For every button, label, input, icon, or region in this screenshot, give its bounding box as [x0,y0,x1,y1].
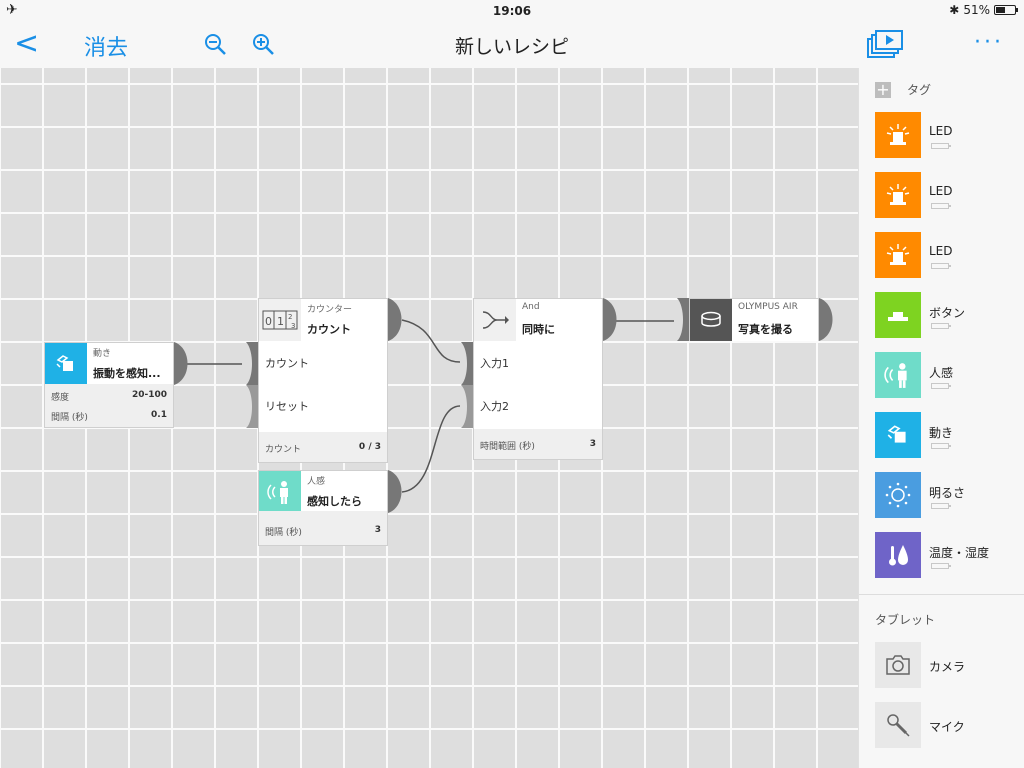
camera-input-port[interactable] [671,298,691,341]
and-node[interactable]: And 同時に 入力1 入力2 時間範囲 (秒)3 [473,298,603,460]
add-tag-button[interactable]: + [875,80,891,99]
sidebar-item-motion[interactable]: 動き [875,412,1015,458]
sidebar-item-led-1[interactable]: LED [875,112,1015,158]
counter-input-count: カウント [265,357,309,370]
battery-icon [994,5,1018,15]
battery-level-icon [931,503,951,509]
connection-wires [186,319,674,493]
zoom-out-icon[interactable] [203,32,227,56]
human-sensor-node[interactable]: 人感 感知したら 間隔 (秒)3 [258,470,388,546]
olympus-air-node[interactable]: OLYMPUS AIR 写真を撮る [689,298,819,341]
counter-output-port[interactable] [388,298,404,341]
microphone-icon [875,702,921,748]
airplane-icon: ✈ [6,2,18,18]
motion-icon [875,412,921,458]
led-icon [875,172,921,218]
sidebar-item-microphone[interactable]: マイク [875,702,1015,748]
sidebar-item-temperature-humidity[interactable]: 温度・湿度 [875,532,1015,578]
counter-input-ports[interactable] [240,342,260,428]
svg-text:3: 3 [291,322,295,330]
play-slides-icon[interactable] [866,30,904,60]
sidebar-item-brightness[interactable]: 明るさ [875,472,1015,518]
sidebar-item-button[interactable]: ボタン [875,292,1015,338]
wire-human-and [401,405,461,493]
battery-level-icon [931,203,951,209]
and-input-1: 入力1 [480,357,509,370]
svg-text:0: 0 [265,315,272,328]
svg-text:2: 2 [288,313,292,321]
human-sensor-icon [259,471,301,513]
battery-level-icon [931,323,951,329]
undo-button[interactable]: 消去 [84,36,129,61]
status-time: 19:06 [492,4,532,18]
merge-arrow-icon [474,299,516,341]
sidebar-item-camera[interactable]: カメラ [875,642,1015,688]
and-input-2: 入力2 [480,400,509,413]
olympus-camera-icon [690,299,732,341]
battery-level-icon [931,143,951,149]
and-output-port[interactable] [603,298,619,341]
battery-level-icon [931,443,951,449]
zoom-in-icon[interactable] [251,32,275,56]
human-sensor-output-port[interactable] [388,470,404,513]
battery-percent: 51% [963,3,990,17]
human-sensor-icon [875,352,921,398]
and-input-ports[interactable] [455,342,475,428]
motion-output-port[interactable] [174,342,188,385]
sidebar-item-led-2[interactable]: LED [875,172,1015,218]
status-bar: ✈ 19:06 ✱ 51% [0,0,1024,22]
led-icon [875,112,921,158]
brightness-icon [875,472,921,518]
battery-level-icon [931,383,951,389]
counter-input-reset: リセット [265,400,309,413]
sidebar-item-led-3[interactable]: LED [875,232,1015,278]
more-menu-button[interactable]: ··· [974,30,1004,55]
tag-section-title: タグ [907,83,932,97]
led-icon [875,232,921,278]
bluetooth-icon: ✱ [949,3,960,17]
sidebar-item-human-sensor[interactable]: 人感 [875,352,1015,398]
camera-output-port[interactable] [819,298,835,341]
button-icon [875,292,921,338]
motion-icon [45,343,87,385]
svg-text:1: 1 [277,315,284,328]
tablet-section-title: タブレット [875,613,936,627]
battery-level-icon [931,263,951,269]
temperature-icon [875,532,921,578]
back-button[interactable]: < [14,26,40,61]
camera-icon [875,642,921,688]
wire-counter-and [401,319,461,363]
nav-bar: < 消去 新しいレシピ ··· [0,22,1024,68]
component-sidebar: + タグ LED LED LED ボタン 人感 [858,68,1024,768]
battery-level-icon [931,563,951,569]
